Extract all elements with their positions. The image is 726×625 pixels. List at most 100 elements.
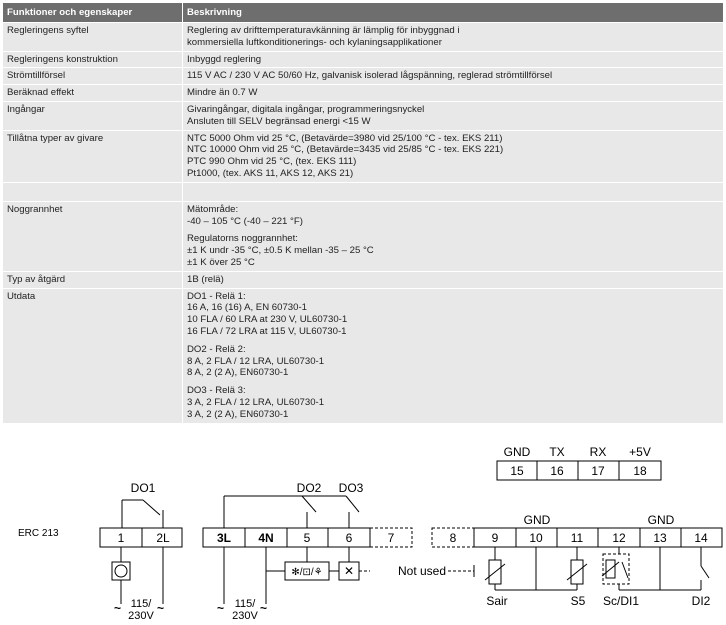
model-label: ERC 213 [18,528,59,539]
terminal-block-3: GND GND 8 9 10 11 12 13 14 [431,513,723,608]
supply-tilde-4: ~ [260,601,267,615]
table-row: Regleringens konstruktion Inbyggd regleri… [2,50,724,69]
description-line: ±1 K över 25 °C [187,256,255,268]
description-line: 8 A, 2 FLA / 12 LRA, UL60730-1 [187,355,325,367]
terminal-15: 15 [510,464,524,478]
row-label: Utdata [2,287,183,424]
row-label: Beräknad effekt [2,84,183,102]
terminal-10: 10 [529,531,543,545]
terminal-8: 8 [450,531,457,545]
terminal-block-2: DO2 DO3 3L 4N 5 6 7 ✻/⊡/⚘ ✕ Not used ~ 1… [202,481,475,622]
row-description: DO1 - Relä 1:16 A, 16 (16) A, EN 60730-1… [182,287,724,424]
row-description: NTC 5000 Ohm vid 25 °C, (Betavärde=3980 … [182,129,724,183]
row-label: Noggrannhet [2,200,183,272]
row-description: Mindre än 0.7 W [182,84,724,102]
description-line: PTC 990 Ohm vid 25 °C, (tex. EKS 111) [187,156,357,168]
supply-label-2b: 230V [232,610,258,622]
description-line: NTC 10000 Ohm vid 25 °C, (Betavärde=3435… [187,144,504,156]
terminal-13: 13 [653,531,667,545]
description-line: Pt1000, (tex. AKS 11, AKS 12, AKS 21) [187,167,354,179]
row-label: Tillåtna typer av givare [2,129,183,183]
spec-table: Funktioner och egenskaper Beskrivning Re… [2,2,724,424]
comm-label-5v: +5V [629,445,651,459]
supply-label-2a: 115/ [235,598,257,610]
description-line: Mindre än 0.7 W [187,87,258,99]
terminal-16: 16 [550,464,564,478]
row-description: Inbyggd reglering [182,50,724,69]
row-label: Regleringens konstruktion [2,50,183,69]
terminal-11: 11 [571,531,584,545]
spacer-cell [2,181,183,202]
description-block: DO1 - Relä 1:16 A, 16 (16) A, EN 60730-1… [187,291,719,338]
svg-text:✻/⊡/⚘: ✻/⊡/⚘ [291,567,322,578]
column-header-description: Beskrivning [182,2,724,23]
gnd-label-1: GND [524,513,551,527]
svg-text:✕: ✕ [344,564,354,578]
table-row: Strömtillförsel 115 V AC / 230 V AC 50/60… [2,67,724,86]
row-label: Regleringens syftel [2,22,183,52]
description-line: Regulatorns noggrannhet: [187,233,298,245]
row-description: 1B (relä) [182,270,724,289]
terminal-block-1: DO1 1 2L ~ 115/ 230V ~ [99,481,183,622]
comm-terminal-block: GND TX RX +5V 15 16 17 18 [496,445,662,481]
comm-label-tx: TX [549,445,564,459]
description-line: 115 V AC / 230 V AC 50/60 Hz, galvanisk … [187,70,553,82]
description-line: Inbyggd reglering [187,53,262,65]
terminal-5: 5 [304,531,311,545]
supply-tilde-2: ~ [157,601,164,615]
terminal-3l: 3L [217,531,231,545]
supply-label-1a: 115/ [131,598,153,610]
description-line: -40 – 105 °C (-40 – 221 °F) [187,215,303,227]
table-header-row: Funktioner och egenskaper Beskrivning [2,2,724,23]
description-line: 8 A, 2 (2 A), EN60730-1 [187,367,289,379]
relay-label-do3: DO3 [339,481,364,495]
comm-label-rx: RX [590,445,607,459]
row-description: Givaringångar, digitala ingångar, progra… [182,100,724,131]
column-header-features: Funktioner och egenskaper [2,2,183,23]
not-used-label: Not used [398,564,446,578]
sensor-label-s5: S5 [571,594,586,608]
terminal-12: 12 [612,531,626,545]
sensor-label-di2: DI2 [692,594,711,608]
comm-label-gnd: GND [504,445,531,459]
description-line: 1B (relä) [187,273,224,285]
row-description: Mätområde:-40 – 105 °C (-40 – 221 °F) Reg… [182,200,724,272]
row-description: 115 V AC / 230 V AC 50/60 Hz, galvanisk … [182,67,724,86]
description-line: DO3 - Relä 3: [187,385,246,397]
description-block: Regulatorns noggrannhet:±1 K undr -35 °C… [187,233,719,268]
table-row: Typ av åtgärd 1B (relä) [2,270,724,289]
description-line: DO1 - Relä 1: [187,290,246,302]
terminal-2l: 2L [156,531,170,545]
description-line: Ansluten till SELV begränsad energi <15 … [187,115,371,127]
terminal-18: 18 [633,464,647,478]
description-block: Mätområde:-40 – 105 °C (-40 – 221 °F) [187,204,719,228]
description-line: ±1 K undr -35 °C, ±0.5 K mellan -35 – 25… [187,245,374,257]
description-line: Reglering av drifttemperaturavkänning är… [187,25,460,36]
row-label: Typ av åtgärd [2,270,183,289]
row-label: Ingångar [2,100,183,131]
sensor-label-sair: Sair [486,594,507,608]
description-block: DO3 - Relä 3:3 A, 2 FLA / 12 LRA, UL6073… [187,385,719,420]
terminal-14: 14 [694,531,708,545]
description-line: 3 A, 2 FLA / 12 LRA, UL60730-1 [187,396,325,408]
description-line: kommersiella luftkonditionerings- och ky… [187,36,442,48]
spacer-cell [182,181,724,202]
description-line: 16 FLA / 72 LRA at 115 V, UL60730-1 [187,325,347,337]
terminal-17: 17 [591,464,605,478]
terminal-4n: 4N [258,531,273,545]
supply-label-1b: 230V [128,610,154,622]
table-row: Regleringens syftel Reglering av drifttem… [2,22,724,52]
description-line: 3 A, 2 (2 A), EN60730-1 [187,408,289,420]
description-line: Mätområde: [187,203,239,215]
terminal-9: 9 [492,531,499,545]
relay-label-do1: DO1 [131,481,156,495]
table-spacer-row [2,181,724,202]
table-row: Beräknad effekt Mindre än 0.7 W [2,84,724,102]
row-label: Strömtillförsel [2,67,183,86]
gnd-label-2: GND [648,513,675,527]
description-line: 16 A, 16 (16) A, EN 60730-1 [187,302,308,314]
